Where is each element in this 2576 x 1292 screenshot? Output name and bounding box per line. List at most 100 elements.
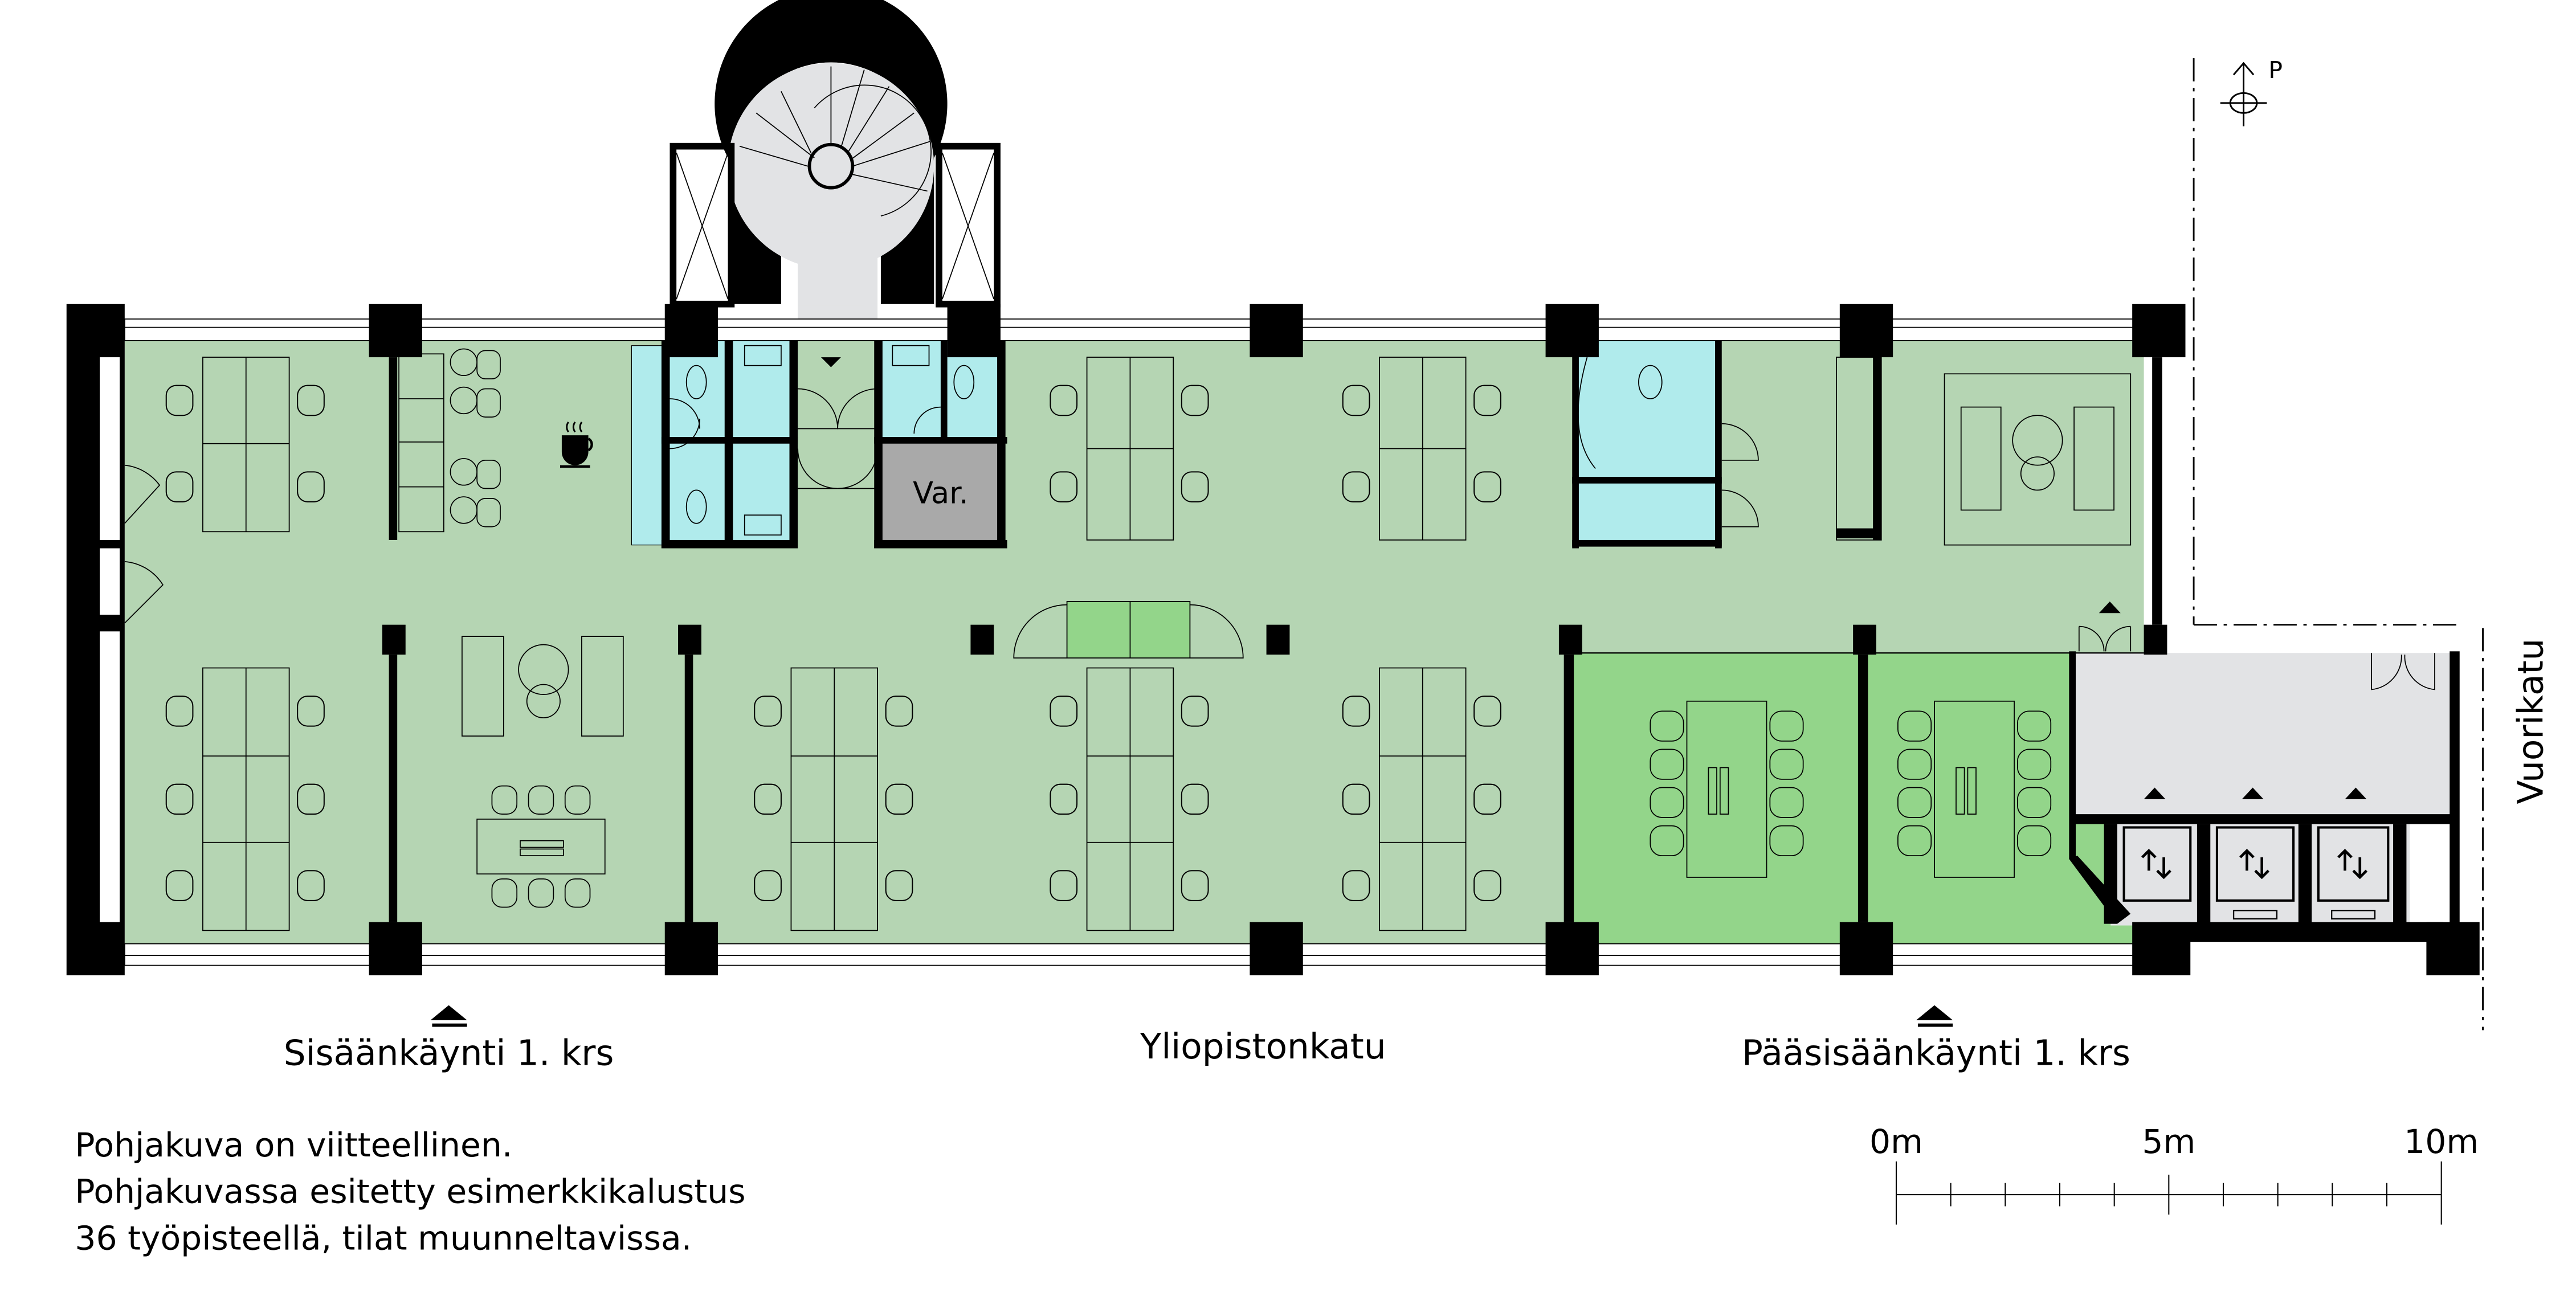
entrance-label: Sisäänkäynti 1. krs xyxy=(284,1033,614,1074)
accessible-wc xyxy=(1575,340,1720,545)
meeting-chair xyxy=(1769,825,1804,856)
partition-walls xyxy=(389,357,2162,922)
elevator-car[interactable] xyxy=(2317,826,2390,920)
storage-room[interactable] xyxy=(877,440,1002,545)
meeting-chair xyxy=(1897,825,1932,856)
meeting-table-1 xyxy=(1686,700,1767,878)
elevator[interactable] xyxy=(2122,826,2390,920)
office-chair xyxy=(165,471,194,502)
office-chair xyxy=(1050,471,1078,502)
office-chair xyxy=(1473,783,1501,815)
columns-bottom xyxy=(369,922,2480,976)
window-band-bottom xyxy=(124,943,2145,966)
office-chair xyxy=(165,870,194,901)
office-chair xyxy=(297,783,325,815)
coffee-icon xyxy=(560,422,593,468)
elevator-car[interactable] xyxy=(2215,826,2295,920)
chairs xyxy=(165,385,1501,901)
note-line: 36 työpisteellä, tilat muunneltavissa. xyxy=(75,1219,692,1257)
main-entrance-icon xyxy=(1916,1005,1953,1027)
meeting-chair xyxy=(1650,787,1684,818)
spiral-stair-icon xyxy=(739,66,932,217)
meeting-chairs xyxy=(1650,710,2052,856)
lounge-seating xyxy=(398,348,624,908)
elevator-lobby xyxy=(2071,653,2456,823)
street-label-east: Vuorikatu xyxy=(2511,639,2551,804)
elevator-arrows-icon xyxy=(2239,849,2269,880)
entrance-icon xyxy=(430,1005,467,1027)
note-line: Pohjakuva on viitteellinen. xyxy=(75,1126,512,1164)
meeting-chair xyxy=(1769,749,1804,780)
lobby-doors xyxy=(2078,625,2435,690)
office-chair xyxy=(1473,471,1501,502)
scale-label: 10m xyxy=(2404,1122,2479,1161)
office-chair xyxy=(1181,696,1209,727)
office-chair xyxy=(165,783,194,815)
office-chair xyxy=(297,385,325,416)
office-chair xyxy=(297,471,325,502)
office-chair xyxy=(1050,783,1078,815)
wc-door-swings xyxy=(669,388,1759,528)
office-chair xyxy=(1473,870,1501,901)
meeting-chair xyxy=(2017,787,2052,818)
office-chair xyxy=(165,385,194,416)
office-chair xyxy=(1181,385,1209,416)
scale-label: 0m xyxy=(1869,1122,1923,1161)
meeting-chair xyxy=(1650,749,1684,780)
accessible-wc-walls xyxy=(1572,340,1722,549)
columns-top xyxy=(369,304,2186,358)
office-chair xyxy=(1181,783,1209,815)
meeting-chair xyxy=(1650,825,1684,856)
note-line: Pohjakuvassa esitetty esimerkkikalustus xyxy=(75,1172,745,1211)
office-chair xyxy=(1342,870,1370,901)
site-boundary-line xyxy=(2193,58,2484,1031)
meeting-chair xyxy=(1769,787,1804,818)
desk-cluster xyxy=(202,357,1467,931)
lounge-bench xyxy=(1013,600,1244,659)
compass-label: P xyxy=(2268,56,2283,84)
office-chair xyxy=(1050,696,1078,727)
office-chair xyxy=(885,783,913,815)
office-chair xyxy=(1342,385,1370,416)
wc-fixtures xyxy=(685,345,1663,536)
office-chair xyxy=(1342,696,1370,727)
meeting-chair xyxy=(1769,710,1804,742)
meeting-chair xyxy=(1650,710,1684,742)
office-chair xyxy=(1342,783,1370,815)
office-chair xyxy=(297,696,325,727)
west-window-1 xyxy=(100,357,120,540)
columns-mid xyxy=(382,624,2167,655)
meeting-chair xyxy=(1897,710,1932,742)
wc-walls xyxy=(661,340,1007,549)
meeting-chair xyxy=(1897,787,1932,818)
stair-down-arrow-icon xyxy=(820,357,841,367)
meeting-chair xyxy=(1897,749,1932,780)
office-chair xyxy=(297,870,325,901)
west-door-swing-1 xyxy=(124,464,161,524)
street-label-south: Yliopistonkatu xyxy=(1140,1027,1386,1067)
office-chair xyxy=(1050,870,1078,901)
west-door-swing-2 xyxy=(124,561,164,624)
office-chair xyxy=(1181,870,1209,901)
office-chair xyxy=(885,870,913,901)
lobby-entry-arrows xyxy=(2099,601,2367,799)
office-chair xyxy=(1050,385,1078,416)
meeting-table-2 xyxy=(1934,700,2015,878)
scale-label: 5m xyxy=(2142,1122,2195,1161)
office-chair xyxy=(1473,696,1501,727)
elevator-car[interactable] xyxy=(2122,826,2192,902)
elevator-arrows-icon xyxy=(2141,849,2171,880)
office-chair xyxy=(754,870,782,901)
office-chair xyxy=(1181,471,1209,502)
office-chair xyxy=(754,696,782,727)
storage-label: Var. xyxy=(913,476,968,511)
office-chair xyxy=(1342,471,1370,502)
main-entrance-label: Pääsisäänkäynti 1. krs xyxy=(1742,1033,2130,1074)
west-door-1 xyxy=(100,548,120,615)
window-band-top xyxy=(124,318,2145,341)
lounge-right xyxy=(1836,357,2132,546)
elevator-arrows-icon xyxy=(2337,849,2368,880)
meeting-chair xyxy=(2017,710,2052,742)
meeting-chair xyxy=(2017,749,2052,780)
